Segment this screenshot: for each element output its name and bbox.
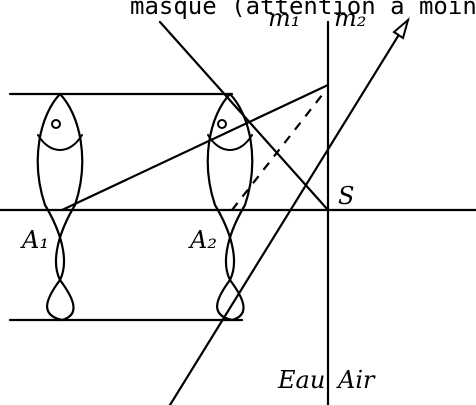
label-a2: A₂ xyxy=(188,226,217,254)
arrow-head xyxy=(392,17,410,40)
label-m1: m₁ xyxy=(268,4,300,32)
label-a1: A₁ xyxy=(20,226,49,254)
ray-a1-to-interface xyxy=(60,83,330,212)
label-air: Air xyxy=(336,366,376,394)
dashed-ray-a2 xyxy=(231,89,327,211)
fish-1-eye xyxy=(51,119,61,129)
fish-2 xyxy=(206,92,254,322)
label-m2: m₂ xyxy=(334,4,366,32)
label-s: S xyxy=(338,182,354,210)
diagonal-ray-up xyxy=(168,18,410,405)
fish-1 xyxy=(36,92,84,322)
caption-text: masqué (attention à moins de 1 xyxy=(130,0,476,20)
label-eau: Eau xyxy=(277,366,325,394)
fish-2-eye xyxy=(217,119,227,129)
